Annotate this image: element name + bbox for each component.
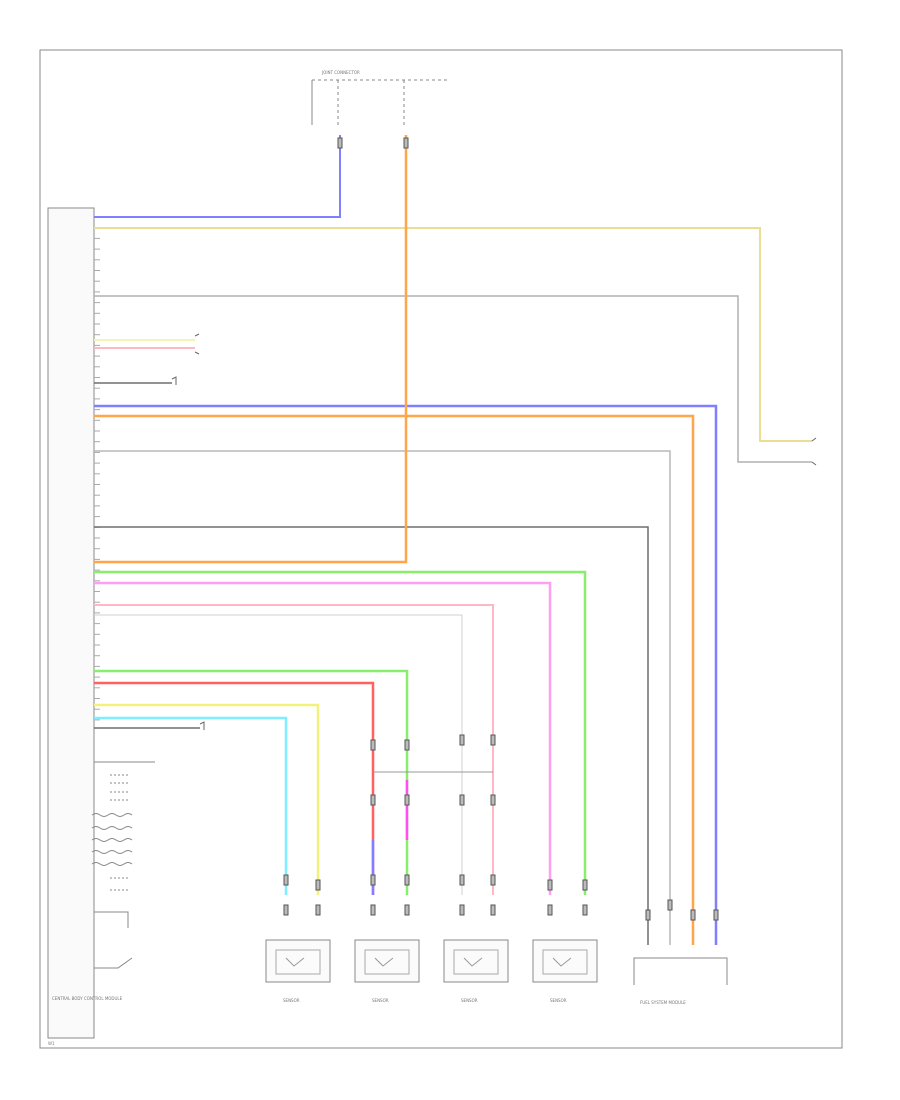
- wire-connector-mark: [283, 904, 289, 916]
- wire-connector-mark: [337, 137, 343, 149]
- switch-cluster: [91, 761, 155, 969]
- sensors: SENSOR SENSOR SENSOR SENSOR: [265, 939, 598, 1003]
- wire-connector-mark: [315, 904, 321, 916]
- wire-connector-mark: [370, 739, 376, 751]
- wire-light-red: [94, 604, 494, 895]
- wire-connector-mark: [459, 794, 465, 806]
- wire-connector-mark: [645, 909, 651, 921]
- top-connector-label: JOINT CONNECTOR: [321, 70, 360, 75]
- bottom-right-module-label: FUEL SYSTEM MODULE: [640, 1000, 686, 1005]
- wire-blue-top: [94, 135, 341, 218]
- bottom-right-module: FUEL SYSTEM MODULE: [633, 957, 728, 1005]
- wire-connector-mark: [370, 794, 376, 806]
- wire-connector-mark: [459, 734, 465, 746]
- wire-connector-mark: [690, 909, 696, 921]
- sensor-4-label: SENSOR: [550, 998, 567, 1003]
- wire-connector-mark: [490, 734, 496, 746]
- sensor-1-label: SENSOR: [283, 998, 300, 1003]
- wire-connector-mark: [667, 899, 673, 911]
- diagram-border: [39, 49, 843, 1049]
- wires: [94, 135, 812, 945]
- left-control-module: CENTRAL BODY CONTROL MODULE: [47, 207, 123, 1039]
- wire-connector-mark: [403, 137, 409, 149]
- wire-pink-1: [94, 581, 552, 895]
- wire-connector-mark: [370, 904, 376, 916]
- wire-connector-mark: [315, 879, 321, 891]
- wire-blue-main: [94, 404, 718, 945]
- wire-connector-mark: [370, 874, 376, 886]
- sensor-1: SENSOR: [265, 939, 331, 1003]
- wire-connector-mark: [404, 794, 410, 806]
- wire-connector-mark: [490, 794, 496, 806]
- sensor-2-label: SENSOR: [372, 998, 389, 1003]
- wire-yellow-2: [94, 703, 320, 895]
- wire-connector-mark: [490, 904, 496, 916]
- wire-black-main: [94, 526, 649, 945]
- wire-connector-mark: [713, 909, 719, 921]
- wire-gray-1: [94, 295, 812, 463]
- wire-connector-mark: [459, 904, 465, 916]
- top-connector: JOINT CONNECTOR: [311, 70, 450, 125]
- wire-connector-mark: [404, 904, 410, 916]
- sensor-2: SENSOR: [354, 939, 420, 1003]
- wire-cyan: [94, 716, 288, 895]
- module-pins: [94, 216, 100, 721]
- sensor-3: SENSOR: [443, 939, 509, 1003]
- wire-connector-mark: [582, 904, 588, 916]
- wire-yellow-top: [94, 227, 812, 442]
- wire-connector-mark: [404, 874, 410, 886]
- wire-orange-vertical: [94, 135, 408, 564]
- connector-marks: [283, 137, 719, 921]
- wire-connector-mark: [582, 879, 588, 891]
- sensor-3-label: SENSOR: [461, 998, 478, 1003]
- wire-connector-mark: [547, 879, 553, 891]
- wire-gray-2: [94, 450, 671, 945]
- wire-connector-mark: [490, 874, 496, 886]
- footer-code: W1: [48, 1041, 55, 1046]
- ground-symbols: [171, 333, 817, 730]
- wire-green-1: [94, 570, 587, 895]
- wire-connector-mark: [404, 739, 410, 751]
- wire-connector-mark: [547, 904, 553, 916]
- wire-red: [94, 681, 375, 895]
- wire-connector-mark: [283, 874, 289, 886]
- left-module-label: CENTRAL BODY CONTROL MODULE: [52, 996, 123, 1001]
- wire-orange-main: [94, 414, 695, 945]
- sensor-4: SENSOR: [532, 939, 598, 1003]
- wire-connector-mark: [459, 874, 465, 886]
